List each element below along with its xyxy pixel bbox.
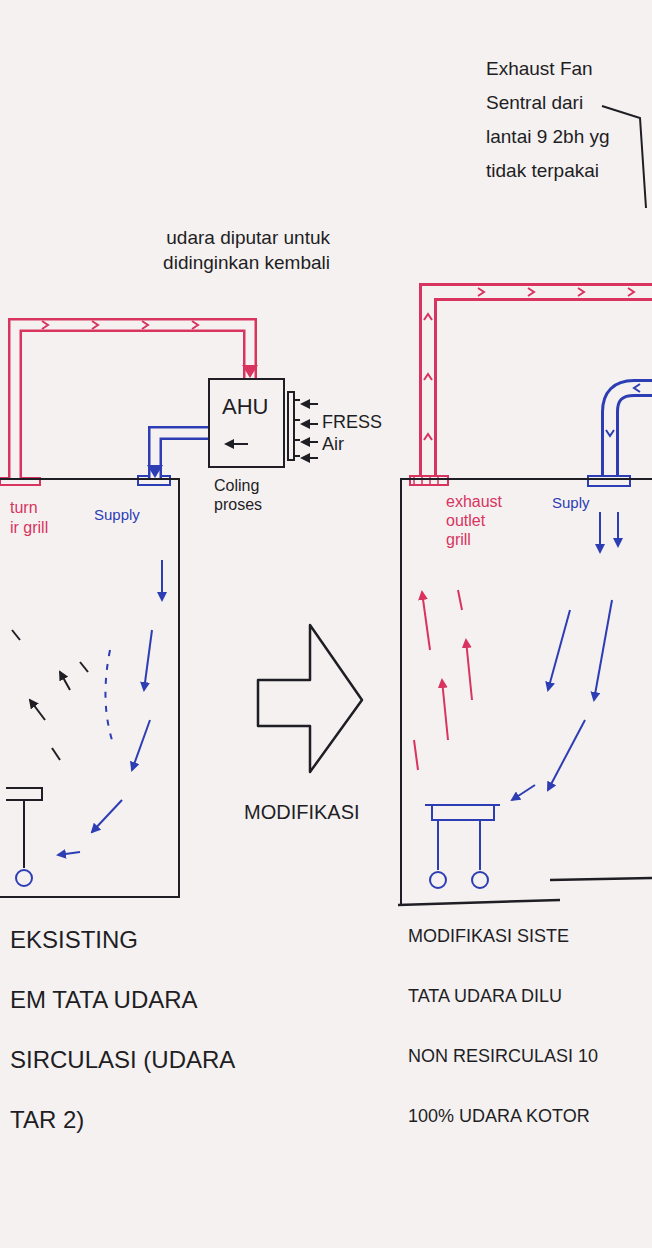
supply-arrow xyxy=(512,785,535,800)
return-dash xyxy=(12,630,20,640)
room-outline: exhaust outlet grill Suply xyxy=(400,478,652,905)
exhaust-arrow xyxy=(422,592,430,650)
cart-wheel xyxy=(16,870,32,886)
caption-line: EKSISTING xyxy=(10,926,138,955)
fresh-air-arrow xyxy=(302,423,318,425)
grill-label: turn xyxy=(10,498,38,517)
duct-inner xyxy=(155,433,208,478)
duct-flow-chevron xyxy=(142,321,148,329)
modification-arrow xyxy=(258,625,362,772)
supply-arrow xyxy=(548,610,570,690)
grill-label: exhaust outlet grill xyxy=(446,492,502,550)
caption-line: EM TATA UDARA xyxy=(10,986,198,1015)
caption-line: MODIFIKASI SISTE xyxy=(408,926,569,948)
leader-line xyxy=(602,106,646,208)
duct-connector xyxy=(15,321,258,478)
supply-duct-inner xyxy=(610,388,652,478)
supply-arrow xyxy=(599,512,601,552)
exhaust-dash xyxy=(458,590,462,610)
duct-connector xyxy=(147,433,208,478)
floor-line xyxy=(398,878,652,905)
airflow-dashes xyxy=(105,650,112,740)
return-dash xyxy=(52,748,60,760)
duct-flow-chevrons xyxy=(606,384,640,436)
return-arrow xyxy=(60,672,70,690)
airflow-arrow xyxy=(161,560,163,600)
cart-leg xyxy=(438,820,480,870)
airflow-arrow xyxy=(92,800,122,832)
modification-label: MODIFIKASI xyxy=(244,800,360,824)
damper-ticks xyxy=(294,400,300,456)
duct-inner xyxy=(15,325,250,478)
arrowhead xyxy=(242,365,258,378)
caption-line: NON RESIRCULASI 10 xyxy=(408,1046,598,1068)
fresh-air-damper xyxy=(288,392,294,460)
airflow-arrow xyxy=(132,720,150,770)
airflow-arrow xyxy=(144,630,152,690)
duct-outline xyxy=(15,325,250,478)
cart-wheel xyxy=(430,872,446,888)
exhaust-dash xyxy=(414,740,418,770)
cart-symbol xyxy=(6,788,42,800)
caption-line: TATA UDARA DILU xyxy=(408,986,562,1008)
exhaust-arrow xyxy=(442,680,448,740)
arrowhead xyxy=(147,465,163,478)
supply-arrow xyxy=(594,600,612,700)
supply-label: Supply xyxy=(94,506,140,524)
duct-flow-chevron xyxy=(92,321,98,329)
cart-symbol xyxy=(425,805,500,820)
airflow-arrow xyxy=(58,852,80,855)
return-dash xyxy=(80,662,88,672)
exhaust-arrow xyxy=(466,640,472,700)
caption-line: TAR 2) xyxy=(10,1106,84,1135)
cart-leg xyxy=(23,800,25,868)
exhaust-duct xyxy=(428,292,652,478)
ahu-flow-arrow xyxy=(226,443,248,445)
duct-flow-chevron xyxy=(42,321,48,329)
cart-wheel xyxy=(472,872,488,888)
callout-note: Exhaust Fan Sentral dari lantai 9 2bh yg… xyxy=(486,52,626,188)
caption-line: 100% UDARA KOTOR xyxy=(408,1106,590,1128)
return-arrow xyxy=(30,700,45,720)
ahu-label: AHU xyxy=(222,394,268,420)
fresh-air-arrow xyxy=(302,457,318,459)
duct-outline xyxy=(155,433,208,478)
edge-label: udara diputar untuk didinginkan kembali xyxy=(115,226,330,275)
supply-arrow xyxy=(548,720,585,790)
fresh-air-label: FRESS Air xyxy=(322,412,382,455)
caption-line: SIRCULASI (UDARA xyxy=(10,1046,235,1075)
fresh-air-arrow xyxy=(302,403,318,405)
ahu-box: AHU xyxy=(208,378,285,468)
exhaust-duct-inner xyxy=(428,292,652,478)
duct-flow-chevron xyxy=(192,321,198,329)
fresh-air-arrow xyxy=(302,441,318,443)
process-label: Coling proses xyxy=(214,476,262,514)
supply-duct xyxy=(610,388,652,478)
supply-arrow xyxy=(617,512,619,546)
supply-label: Suply xyxy=(552,494,590,512)
room-outline: turnir grill Supply xyxy=(0,478,180,898)
grill-label: ir grill xyxy=(10,518,48,537)
